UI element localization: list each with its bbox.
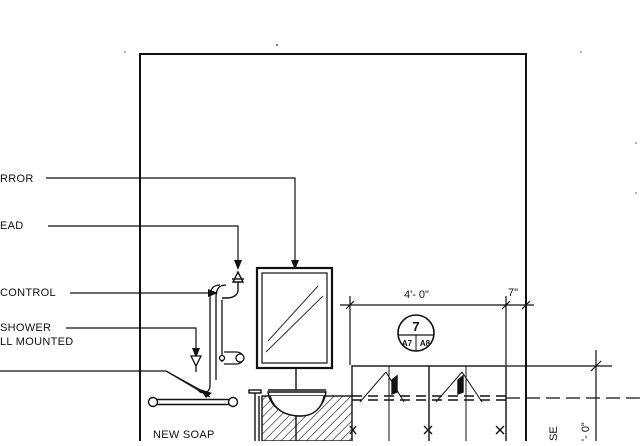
mirror-callout: RROR	[0, 173, 299, 270]
section-tag-sheet-right: A8	[420, 339, 431, 348]
mirror-label: RROR	[0, 173, 34, 185]
cut-text: SE	[548, 426, 560, 441]
hand-shower-callout: SHOWER LL MOUNTED	[0, 322, 200, 358]
width-dimension-main: 4'- 0"	[404, 289, 429, 301]
shower-pipe	[195, 284, 227, 394]
soap-dispenser	[248, 389, 262, 441]
dimension-line	[340, 296, 534, 365]
casework	[349, 365, 507, 446]
width-dimension-small: 7"	[508, 287, 518, 299]
section-tag-number: 7	[412, 319, 419, 334]
height-dimension: '- 0"	[580, 422, 592, 441]
section-tag-sheet-left: A7	[402, 339, 413, 348]
right-extension-lines	[506, 350, 640, 441]
shower-control-label: CONTROL	[0, 287, 56, 299]
shower-head-callout: EAD	[0, 220, 242, 270]
shower-head-label: EAD	[0, 220, 24, 232]
mirror	[255, 266, 334, 370]
section-tag[interactable]: 7 A7 A8	[397, 314, 435, 352]
shower-control-fixture	[189, 351, 245, 372]
shower-control-callout: CONTROL	[0, 287, 218, 299]
scan-specks	[124, 44, 637, 194]
wall-outline	[139, 53, 527, 441]
hand-shower-label-2: LL MOUNTED	[0, 336, 74, 348]
shower-head-fixture	[222, 270, 245, 299]
grab-bar-callout	[0, 370, 212, 398]
hand-shower-label-1: SHOWER	[0, 322, 51, 334]
lavatory	[261, 368, 355, 442]
soap-label: NEW SOAP	[153, 429, 215, 441]
grab-bar	[147, 370, 239, 408]
